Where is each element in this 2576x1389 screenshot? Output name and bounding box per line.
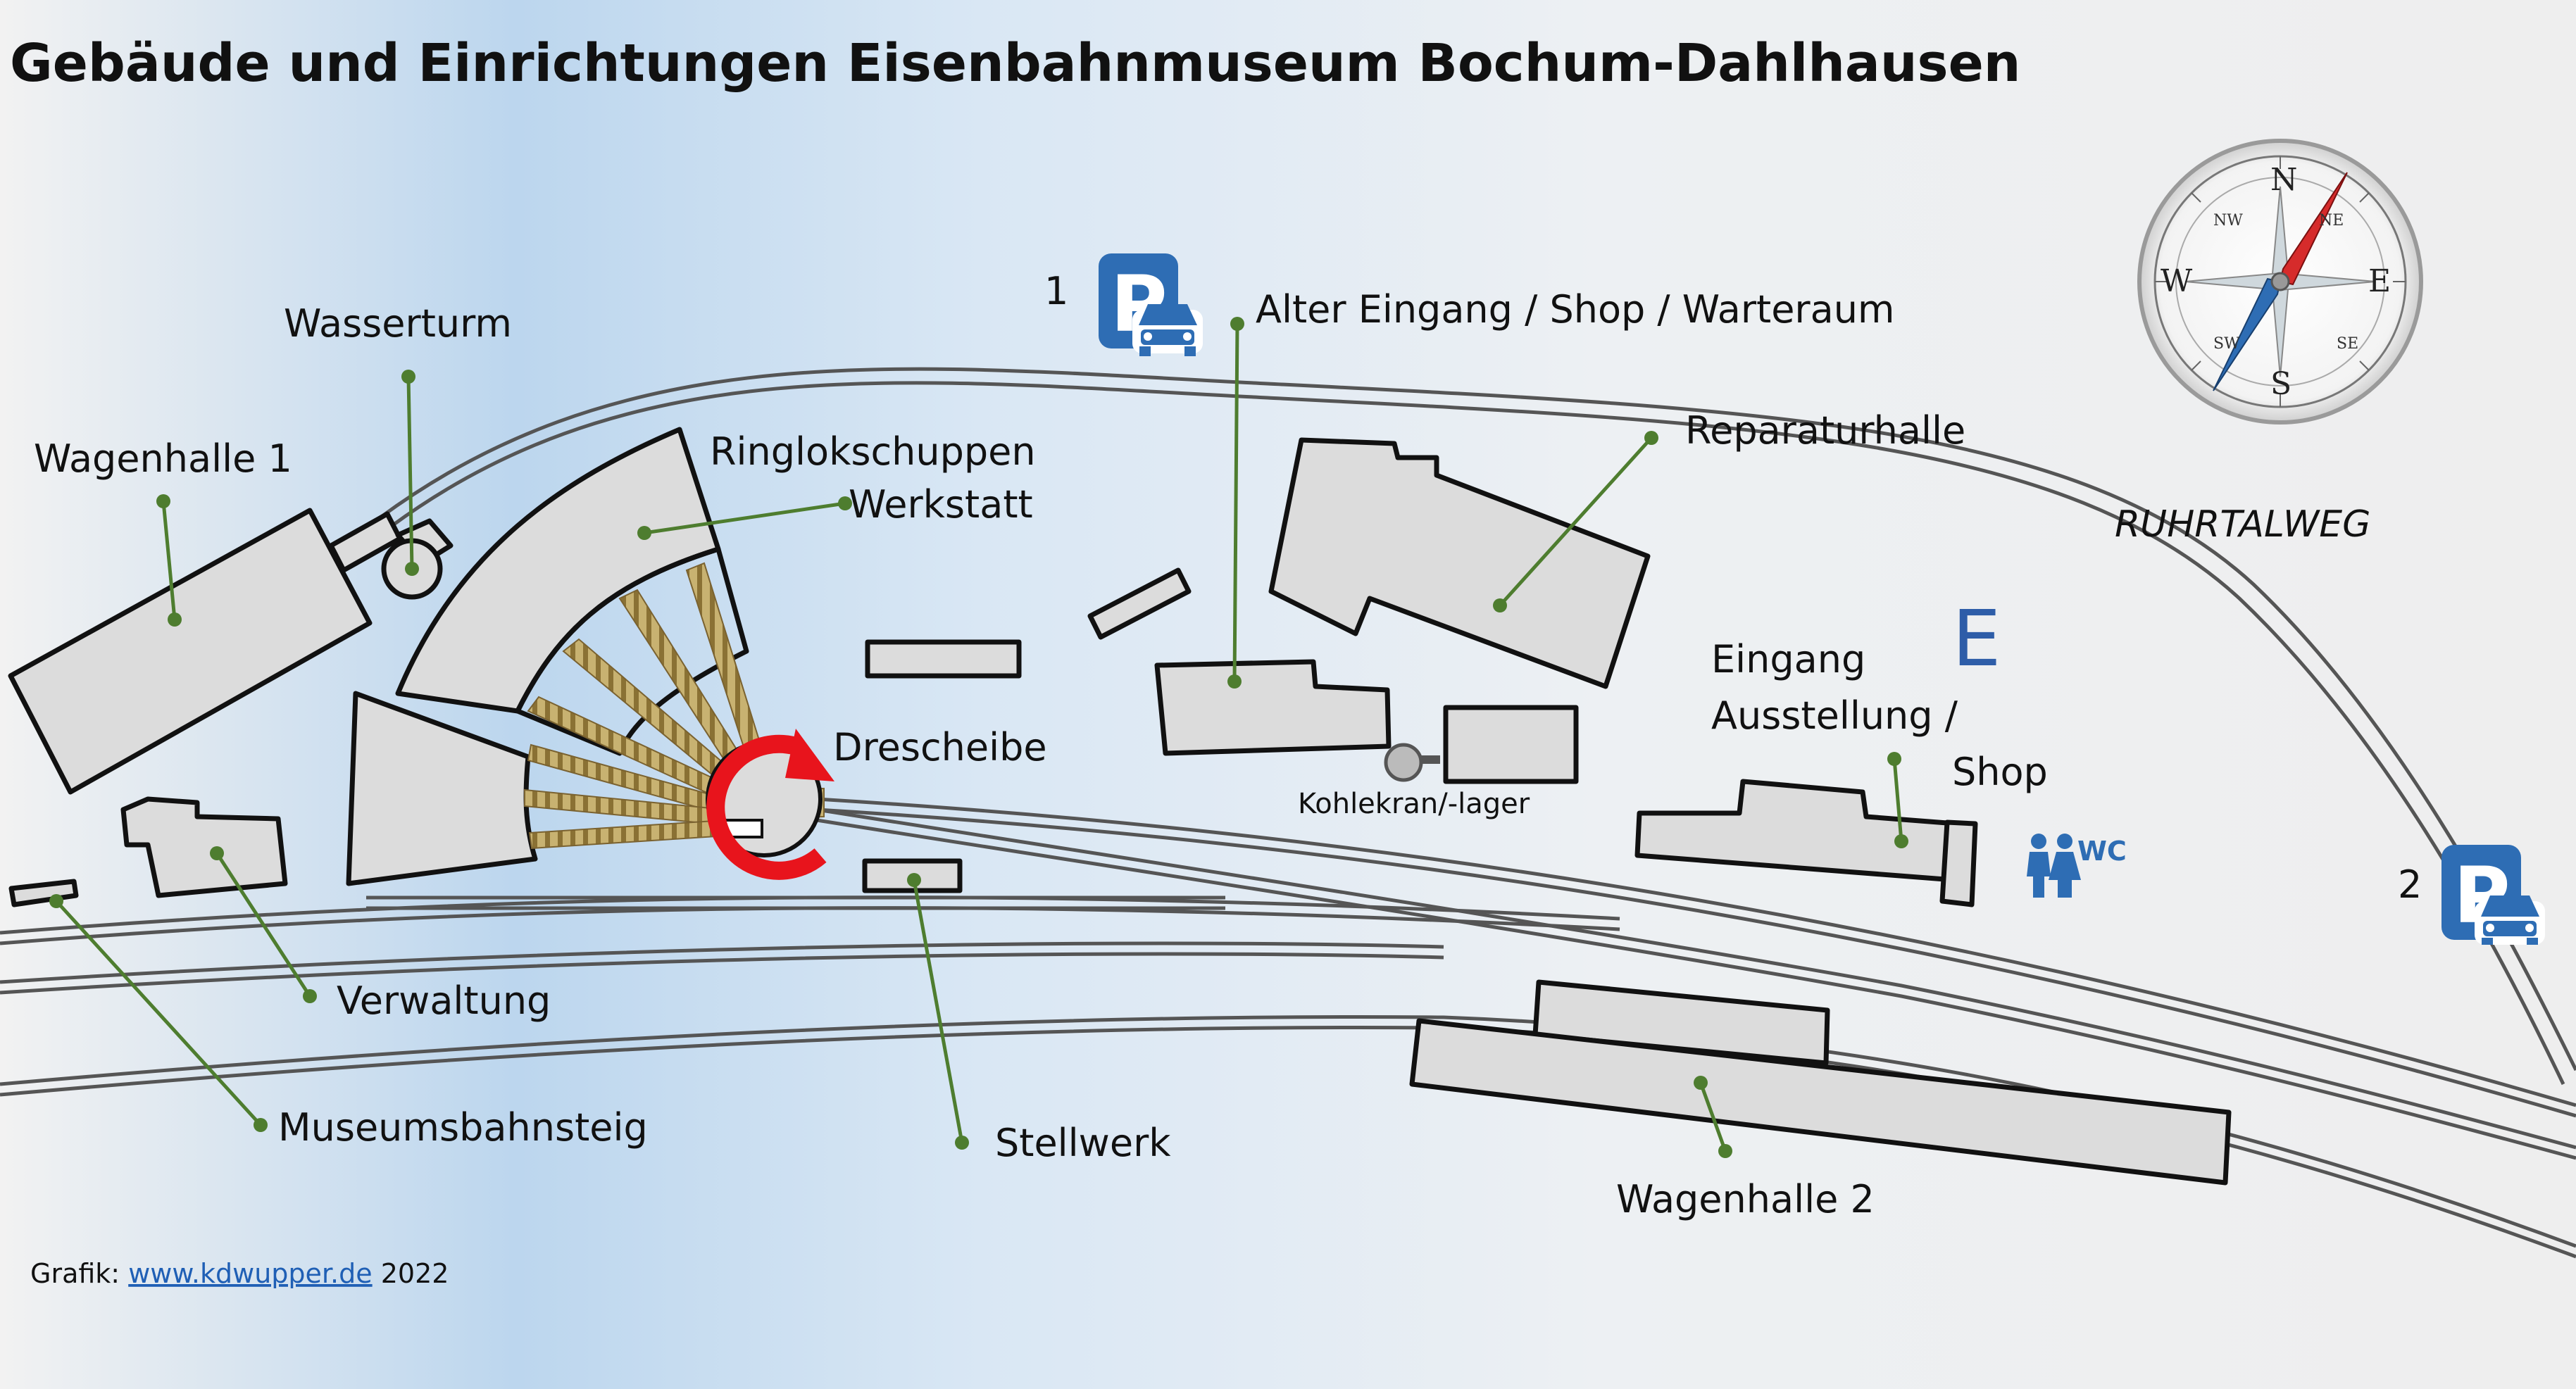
building-reparaturhalle[interactable]: [1268, 437, 1651, 689]
railway-tracks: [0, 367, 2576, 1259]
building-eingang-entrance: [1939, 819, 1978, 907]
label-kohlekran: Kohlekran/-lager: [1298, 788, 1530, 820]
building-shed-center: [865, 639, 1022, 679]
building-kohlekran[interactable]: [1384, 743, 1423, 782]
label-eingang-line2: Ausstellung /: [1711, 693, 1958, 738]
label-werkstatt: Werkstatt: [849, 482, 1033, 527]
parking-2[interactable]: 2 P: [2398, 845, 2545, 945]
wc-icon[interactable]: WC: [2027, 834, 2127, 898]
credit: Grafik: www.kdwupper.de 2022: [30, 1258, 449, 1289]
credit-year: 2022: [373, 1258, 449, 1289]
label-ruhrtalweg: RUHRTALWEG: [2115, 503, 2370, 546]
parking-2-number: 2: [2398, 862, 2422, 907]
turntable-arrow-icon: [706, 734, 827, 880]
compass-ne: NE: [2319, 212, 2344, 230]
compass-sw: SW: [2213, 335, 2240, 353]
building-shed-north: [1087, 567, 1192, 640]
parking-1-number: 1: [1044, 269, 1068, 313]
label-verwaltung: Verwaltung: [337, 979, 551, 1023]
compass-nw: NW: [2213, 212, 2243, 230]
credit-link[interactable]: www.kdwupper.de: [128, 1258, 372, 1289]
label-eingang-line3: Shop: [1952, 750, 2048, 794]
building-verwaltung[interactable]: [120, 796, 288, 898]
credit-prefix: Grafik:: [30, 1258, 128, 1289]
label-wagenhalle-2: Wagenhalle 2: [1616, 1177, 1875, 1221]
label-wasserturm: Wasserturm: [284, 301, 512, 346]
map-title: Gebäude und Einrichtungen Eisenbahnmuseu…: [10, 33, 2020, 94]
label-ringlokschuppen: Ringlokschuppen: [710, 429, 1036, 474]
compass-s: S: [2270, 366, 2291, 402]
building-kohlelager: [1443, 705, 1579, 784]
car-icon: [2475, 895, 2545, 945]
car-icon: [1132, 304, 1203, 356]
parking-1[interactable]: 1 P: [1044, 253, 1203, 356]
label-museumsbahnsteig: Museumsbahnsteig: [278, 1105, 648, 1150]
building-eingang-ausstellung[interactable]: [1634, 779, 1959, 883]
label-reparaturhalle: Reparaturhalle: [1685, 408, 1965, 453]
building-ringlokschuppen-lower[interactable]: [346, 691, 538, 886]
turntable[interactable]: [706, 729, 834, 880]
compass-e: E: [2368, 263, 2391, 299]
compass-n: N: [2270, 162, 2298, 198]
label-alter-eingang: Alter Eingang / Shop / Warteraum: [1256, 287, 1895, 332]
building-museumsbahnsteig[interactable]: [8, 879, 79, 907]
entrance-marker: E: [1952, 593, 2001, 684]
compass-se: SE: [2337, 335, 2358, 353]
building-wagenhalle-2-annex: [1532, 979, 1830, 1066]
ringlok-gap: [515, 546, 749, 756]
label-stellwerk: Stellwerk: [995, 1121, 1171, 1165]
building-wagenhalle-1[interactable]: [8, 508, 373, 795]
compass-rose-icon: N S E W NE NW SE SW: [2137, 139, 2423, 425]
turntable-arrowhead-icon: [785, 729, 834, 781]
compass-w: W: [2161, 263, 2193, 299]
building-wagenhalle-2[interactable]: [1409, 1018, 2232, 1186]
label-drescheibe: Drescheibe: [833, 725, 1047, 769]
wc-label: WC: [2077, 836, 2127, 867]
label-eingang-line1: Eingang: [1711, 637, 1865, 681]
building-alter-eingang[interactable]: [1154, 659, 1392, 756]
label-wagenhalle-1: Wagenhalle 1: [34, 436, 292, 481]
label-leaders: [49, 317, 1908, 1158]
